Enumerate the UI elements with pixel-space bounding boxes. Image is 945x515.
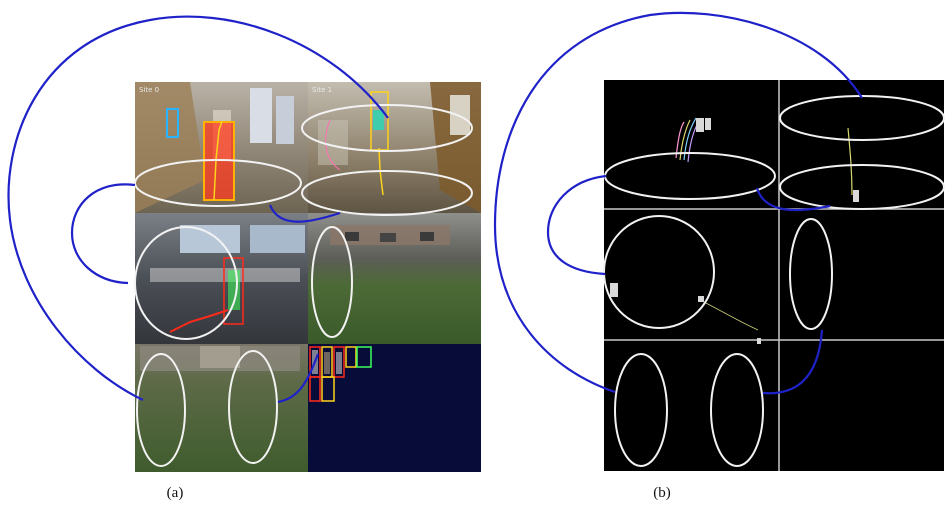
camera-view-site-0: Site 0 [135, 82, 308, 213]
trajectory-trace [683, 117, 697, 161]
link-curve [277, 353, 320, 404]
link-curve [268, 204, 341, 223]
panel-label-b: (b) [653, 485, 671, 501]
tracking-box [309, 376, 321, 402]
link-curve [762, 329, 824, 395]
zone-ellipse [311, 226, 353, 338]
camera-view-site-4 [135, 344, 308, 472]
zone-ellipse [301, 104, 473, 152]
zone-ellipse [614, 353, 668, 467]
tracking-box [223, 257, 244, 325]
zone-ellipse [134, 226, 238, 340]
zone-ellipse [779, 164, 945, 210]
zone-ellipse [789, 218, 833, 330]
link-curves-a [7, 15, 389, 404]
tracking-box [345, 346, 357, 368]
panel-label-a: (a) [166, 485, 184, 501]
topology-map-background [604, 80, 944, 471]
link-curve [493, 11, 863, 394]
tracking-box [166, 108, 179, 138]
zone-ellipse [710, 353, 764, 467]
link-curves-b [493, 11, 863, 395]
trajectory-trace [679, 119, 691, 161]
camera-view-site-1: Site 1 [308, 82, 481, 213]
link-curve [546, 174, 607, 276]
zone-ellipse [228, 350, 278, 464]
site-tag-0: Site 0 [139, 86, 159, 94]
camera-view-site-3 [308, 213, 481, 344]
link-curve [70, 183, 136, 285]
zone-ellipse [136, 353, 186, 467]
tracking-box [356, 346, 372, 368]
panel-b [493, 11, 945, 471]
trajectory-trace [847, 127, 853, 196]
grid-lines [604, 80, 944, 471]
link-curve [7, 15, 389, 401]
tracking-box [333, 346, 345, 378]
zone-ellipse [301, 170, 473, 216]
panel-a: Site 0 Site 1 [7, 15, 481, 472]
empty-site-gallery [308, 344, 481, 472]
site-tag-1: Site 1 [312, 86, 332, 94]
tracking-box [321, 376, 335, 402]
zone-ellipse [134, 159, 302, 207]
link-curve [755, 187, 831, 212]
zone-ellipses-b [603, 95, 945, 467]
zone-ellipse [603, 215, 715, 329]
detection-fragments [610, 118, 859, 344]
zone-ellipses-a [134, 104, 473, 467]
